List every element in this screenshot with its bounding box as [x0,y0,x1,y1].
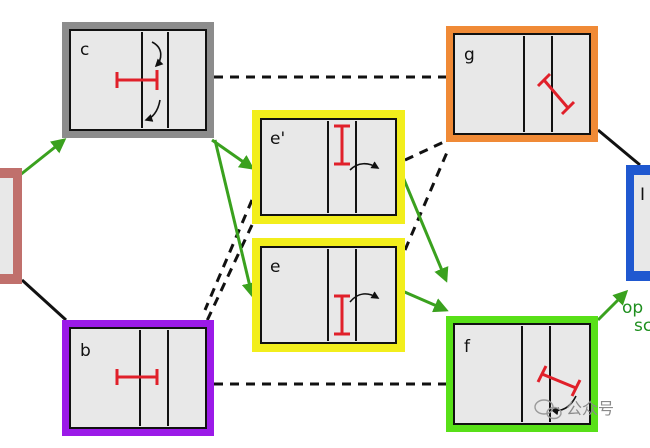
rotate-arrow-icon [550,395,577,416]
protein-marker-icon [536,365,582,397]
watermark-text: 公众号 [566,399,614,418]
state-box-left-partial [0,168,22,284]
rotate-arrow-icon [151,41,164,68]
state-label-e: e [270,257,280,277]
state-label-g: g [464,45,475,65]
right-cut-text-line1: op [622,298,643,318]
state-label-right-partial: I [640,185,645,205]
protein-marker-icon [115,70,159,90]
state-box-e-prime: e' [252,110,405,224]
state-box-c: c [62,22,214,138]
state-label-b: b [80,341,91,361]
state-label-c: c [80,40,89,60]
green-transition-arrows [19,138,629,322]
curved-arrow-icon [349,291,380,303]
rotate-arrow-icon [144,99,161,122]
right-cut-text-line2: sc [634,316,650,336]
state-label-f: f [464,337,471,357]
protein-marker-icon [334,124,350,166]
state-box-g: g [446,26,598,142]
protein-marker-icon [115,369,159,385]
solid-connectors [20,128,641,322]
dashed-connectors [203,75,450,386]
state-box-right-partial: I [626,165,650,281]
state-box-b: b [62,320,214,436]
protein-marker-icon [334,294,350,336]
protein-marker-icon [536,72,576,116]
state-box-e: e [252,238,405,352]
state-label-e-prime: e' [270,129,285,149]
watermark: 公众号 [534,399,614,420]
curved-arrow-icon [349,161,380,171]
state-box-f: f [446,316,598,432]
wechat-icon [534,399,562,420]
